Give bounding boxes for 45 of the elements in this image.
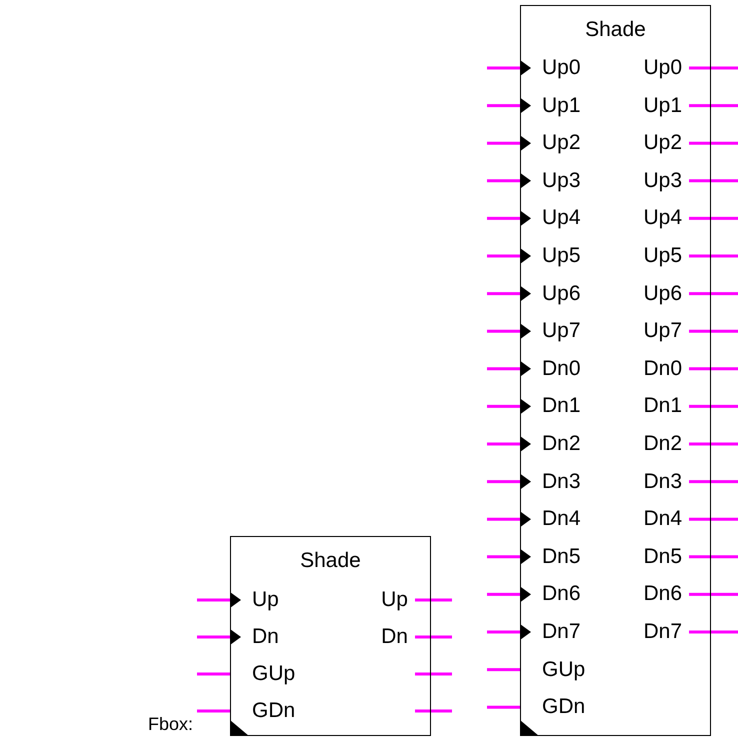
pin-name: Up xyxy=(381,588,408,612)
pin-name: Up7 xyxy=(542,319,581,344)
pin-name: Up0 xyxy=(542,56,581,80)
pin-name: GDn xyxy=(252,699,296,723)
pin-name: Up6 xyxy=(542,282,581,306)
pin-name: Dn2 xyxy=(542,432,581,456)
pin-name: Dn4 xyxy=(643,507,682,532)
pin-name: Dn xyxy=(252,625,279,649)
pin-name: Up5 xyxy=(643,244,682,268)
pin-name: Up5 xyxy=(542,244,581,268)
block-title: Shade xyxy=(584,18,647,42)
pin-name: Up1 xyxy=(643,94,682,118)
pin-name: Dn7 xyxy=(643,620,682,644)
pin-name: Dn1 xyxy=(643,394,682,418)
pin-name: Dn xyxy=(381,625,408,649)
pin-name: Dn3 xyxy=(542,470,581,494)
pin-name: Up0 xyxy=(643,56,682,80)
pin-name: Dn7 xyxy=(542,620,581,644)
diagram-label: Fbox: xyxy=(148,713,194,736)
pin-name: Dn6 xyxy=(542,582,581,606)
pin-name: Dn2 xyxy=(643,432,682,456)
pin-name: Up6 xyxy=(643,282,682,306)
pin-name: GUp xyxy=(252,662,296,686)
pin-name: Dn3 xyxy=(643,470,682,494)
pin-name: Up3 xyxy=(542,168,581,193)
pin-name: Up2 xyxy=(643,131,682,156)
pin-name: Up xyxy=(252,588,279,612)
pin-name: Dn0 xyxy=(542,356,581,381)
pin-name: GDn xyxy=(542,695,586,720)
pin-name: Dn0 xyxy=(643,356,682,381)
pin-name: Up4 xyxy=(643,206,682,230)
function-block xyxy=(230,536,431,736)
function-block xyxy=(520,5,711,736)
pin-name: Dn4 xyxy=(542,507,581,532)
pin-name: Up2 xyxy=(542,131,581,156)
pin-name: GUp xyxy=(542,658,586,682)
pin-name: Up1 xyxy=(542,94,581,118)
pin-name: Dn5 xyxy=(542,544,581,569)
pin-name: Up4 xyxy=(542,206,581,230)
pin-name: Dn6 xyxy=(643,582,682,606)
block-title: Shade xyxy=(299,549,362,573)
pin-name: Up7 xyxy=(643,319,682,344)
pin-name: Dn5 xyxy=(643,544,682,569)
pin-name: Up3 xyxy=(643,168,682,193)
pin-name: Dn1 xyxy=(542,394,581,418)
